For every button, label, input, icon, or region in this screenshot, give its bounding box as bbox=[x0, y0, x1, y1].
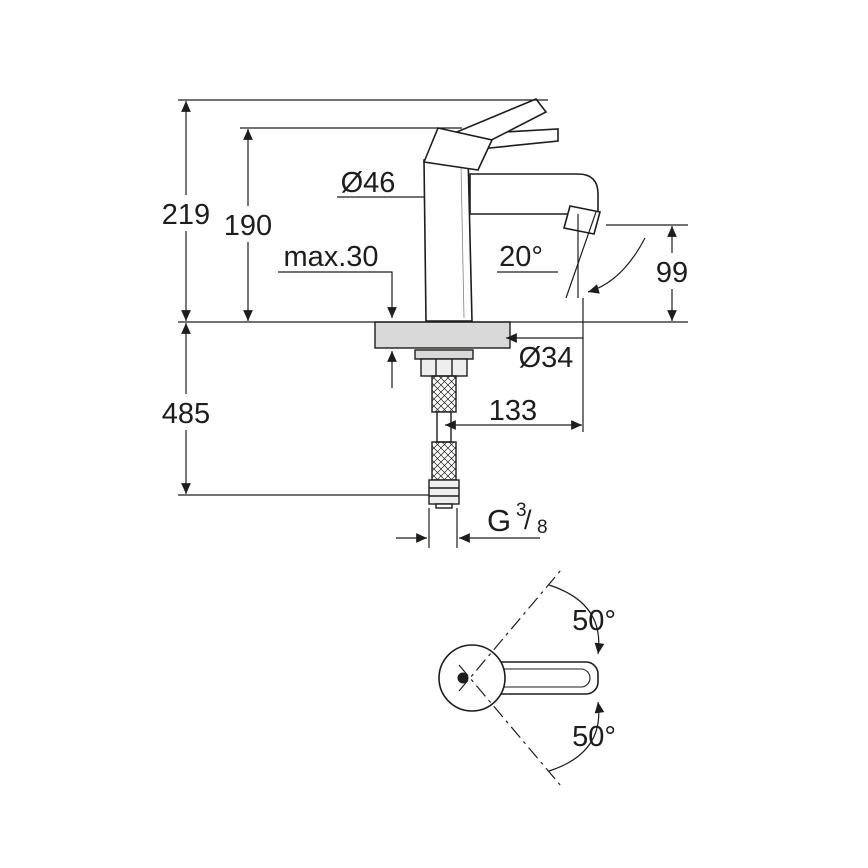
dim-hole-diameter-text: Ø34 bbox=[519, 342, 574, 374]
side-view-faucet bbox=[422, 98, 601, 322]
top-view-faucet bbox=[438, 644, 599, 712]
thread-separator-text: / bbox=[524, 505, 532, 535]
dimension-190: 190 bbox=[218, 129, 278, 321]
dim-max-deck-thickness-text: max.30 bbox=[283, 241, 378, 273]
supply-hose bbox=[428, 375, 460, 509]
washer bbox=[414, 349, 474, 360]
hose-connector bbox=[428, 479, 460, 505]
swing-angle-upper-text: 50° bbox=[572, 605, 616, 637]
top-view-index-dot bbox=[457, 672, 469, 684]
dim-body-diameter-text: Ø46 bbox=[341, 167, 396, 199]
faucet-body bbox=[423, 153, 473, 322]
label-diameter-46: Ø46 bbox=[337, 167, 424, 199]
label-thread-g38: G 3 / 8 bbox=[396, 500, 548, 543]
dimension-133: 133 bbox=[445, 395, 582, 430]
thread-numerator-text: 3 bbox=[516, 500, 527, 521]
label-angle-20: 20° bbox=[497, 211, 646, 299]
dim-total-height-text: 219 bbox=[162, 199, 210, 231]
thread-prefix-text: G bbox=[487, 503, 511, 538]
mounting-nut bbox=[420, 358, 468, 377]
swing-angle-lower-text: 50° bbox=[572, 721, 616, 753]
label-max-30: max.30 bbox=[278, 241, 397, 388]
hose-braid-upper bbox=[431, 375, 457, 413]
dim-hose-length-text: 485 bbox=[162, 398, 210, 430]
spout-aerator bbox=[563, 205, 601, 235]
dim-spout-outlet-height-text: 99 bbox=[656, 257, 688, 289]
dimension-99: 99 bbox=[648, 226, 696, 321]
faucet-spout bbox=[469, 173, 599, 215]
hose-connector-tip bbox=[435, 503, 453, 509]
swing-angle-annotations: 50° 50° bbox=[458, 569, 616, 787]
dimension-485: 485 bbox=[156, 323, 216, 494]
hose-middle bbox=[436, 411, 452, 443]
reference-lines bbox=[178, 99, 688, 548]
cartridge-cap bbox=[422, 127, 494, 171]
dim-spout-angle-text: 20° bbox=[499, 241, 543, 273]
deck-plate bbox=[374, 321, 511, 349]
top-view-body bbox=[438, 644, 506, 712]
dim-spout-reach-text: 133 bbox=[489, 395, 537, 427]
thread-denominator-text: 8 bbox=[537, 517, 548, 538]
mounting-deck bbox=[374, 321, 511, 377]
label-diameter-34: Ø34 bbox=[505, 333, 583, 374]
hose-braid-lower bbox=[431, 441, 457, 481]
dimension-219: 219 bbox=[156, 101, 216, 321]
dim-body-height-text: 190 bbox=[224, 210, 272, 242]
